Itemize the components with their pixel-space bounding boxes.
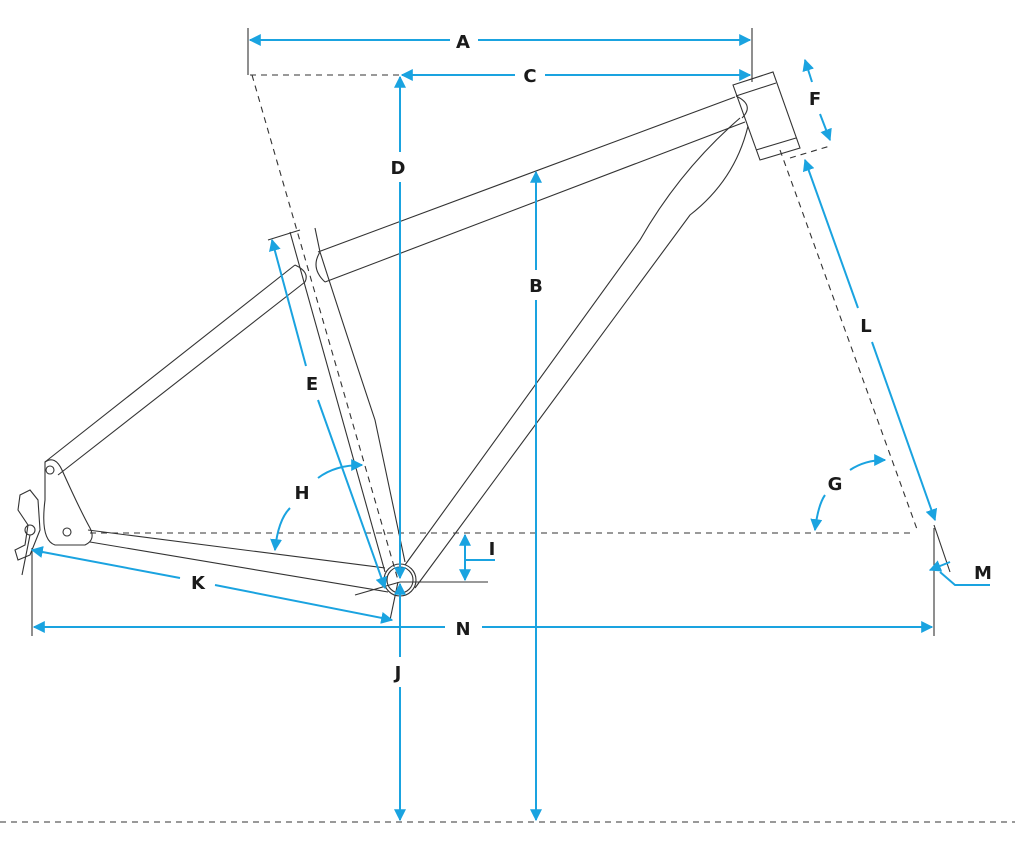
top-tube-upper — [317, 96, 736, 253]
dim-l — [871, 341, 938, 522]
head-tube-bottom-mark — [789, 145, 831, 159]
label-g: G — [828, 474, 843, 495]
seat-stay-lower — [57, 281, 306, 476]
dimensions — [30, 34, 990, 822]
dim-k — [214, 584, 394, 624]
label-n: N — [455, 619, 470, 640]
head-tube — [732, 71, 801, 161]
pivot — [45, 465, 55, 475]
label-h: H — [294, 483, 309, 504]
dim-h — [317, 459, 364, 479]
label-l: L — [860, 316, 871, 337]
dim-g — [849, 454, 887, 471]
label-i: I — [489, 539, 496, 560]
head-tube-gusset — [735, 95, 748, 119]
dim-f — [819, 113, 832, 142]
label-c: C — [523, 66, 536, 87]
seat-tube-right — [314, 227, 406, 563]
tick-m — [933, 524, 951, 573]
chainstay-lower — [89, 541, 389, 593]
down-tube-upper — [404, 117, 741, 566]
bb-mark — [354, 581, 401, 596]
dim-e — [317, 399, 388, 590]
seat-tube-top-mark — [267, 229, 301, 241]
seat-stay-upper — [44, 264, 296, 463]
seat-tube-axis — [251, 74, 399, 581]
top-tube-joint — [315, 251, 326, 283]
axle — [24, 524, 36, 536]
label-m: M — [974, 563, 992, 584]
derailleur-hanger — [14, 489, 41, 561]
label-j: J — [393, 663, 402, 684]
down-tube-lower — [414, 125, 749, 589]
bb-mark-2 — [389, 581, 399, 621]
seat-tube-left — [289, 231, 386, 573]
label-a: A — [456, 32, 470, 53]
label-d: D — [391, 158, 406, 179]
axle-bolt — [62, 527, 72, 537]
head-tube-cups — [735, 82, 797, 151]
hanger-line — [21, 534, 31, 576]
chainstay-upper — [87, 529, 386, 569]
frame — [14, 71, 801, 597]
dropout-plate — [43, 459, 93, 546]
seat-stay-cap — [294, 264, 307, 283]
head-tube-axis — [779, 149, 919, 533]
dim-m — [939, 571, 990, 586]
label-f: F — [809, 89, 821, 110]
label-k: K — [191, 573, 206, 594]
label-b: B — [529, 276, 543, 297]
label-e: E — [306, 374, 318, 395]
